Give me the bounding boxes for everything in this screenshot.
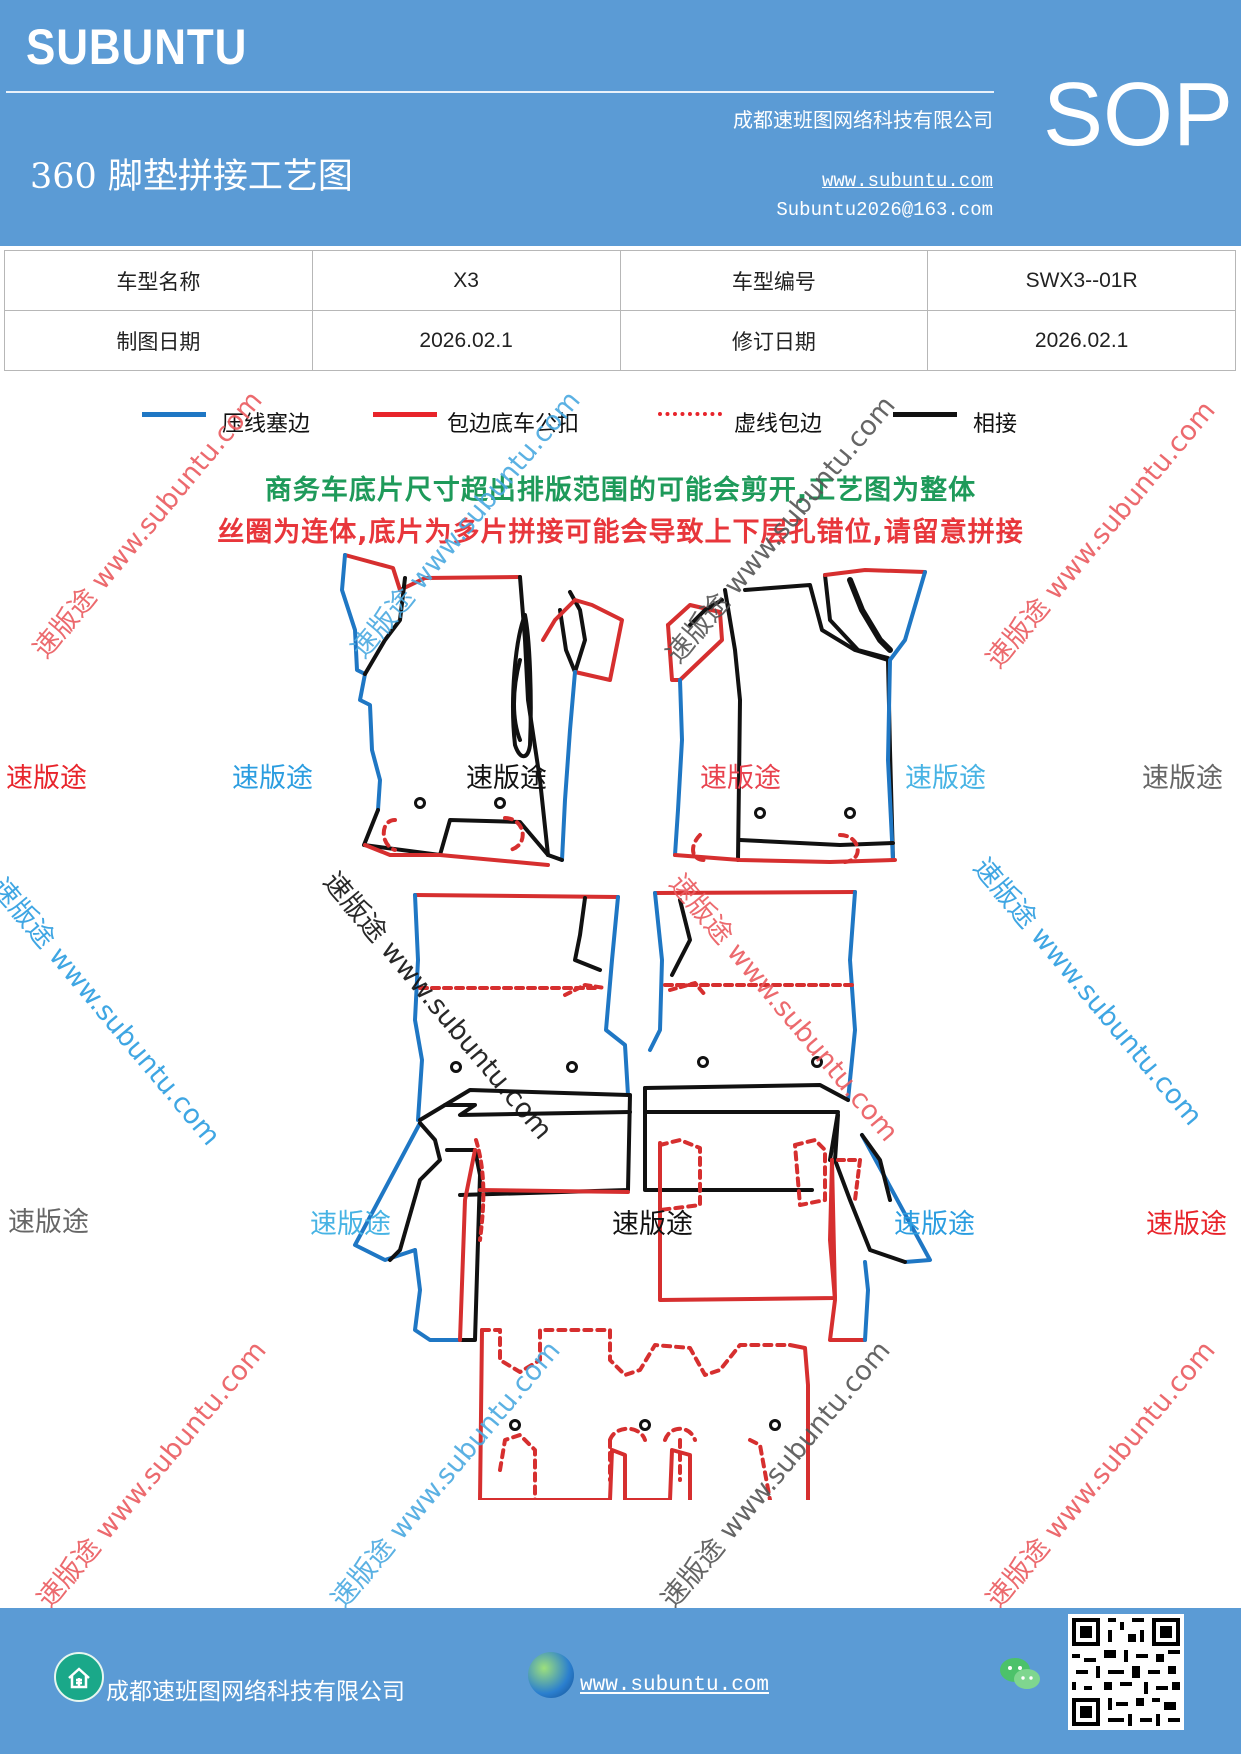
mat-third-row-left xyxy=(353,1121,630,1342)
qr-code[interactable] xyxy=(1068,1614,1184,1730)
vehicle-info-table: 车型名称 X3 车型编号 SWX3--01R 制图日期 2026.02.1 修订… xyxy=(4,250,1236,371)
website-link[interactable]: www.subuntu.com xyxy=(821,170,993,192)
mat-front-left xyxy=(340,553,624,867)
model-code-value: SWX3--01R xyxy=(927,250,1236,311)
model-name-value: X3 xyxy=(311,250,621,311)
legend-label: 压线塞边 xyxy=(222,412,311,437)
watermark-text: 速版途 xyxy=(905,763,986,794)
legend-swatch xyxy=(893,412,957,417)
watermark-text: 速版途 xyxy=(8,1207,89,1238)
notice-line-2: 丝圈为连体,底片为多片拼接可能会导致上下层孔错位,请留意拼接 xyxy=(217,517,1024,548)
revise-date-value: 2026.02.1 xyxy=(927,310,1236,371)
watermark-text: 速版途 xyxy=(612,1209,693,1240)
wechat-icon[interactable] xyxy=(996,1650,1044,1698)
footer-company: 成都速班图网络科技有限公司 xyxy=(106,1679,405,1705)
watermark-text: 速版途 xyxy=(1146,1209,1227,1240)
company-name: 成都速班图网络科技有限公司 xyxy=(733,108,993,132)
watermark-text: 速版途 xyxy=(894,1209,975,1240)
legend-label: 包边底车公扣 xyxy=(447,412,580,437)
mat-third-row-right xyxy=(828,1113,932,1342)
sop-badge: SOP xyxy=(1043,65,1234,165)
mat-second-row-left xyxy=(413,893,630,1122)
footer-website-link[interactable]: www.subuntu.com xyxy=(580,1674,770,1697)
draw-date-label: 制图日期 xyxy=(4,310,313,371)
model-code-label: 车型编号 xyxy=(619,250,929,311)
watermark-text: 速版途 xyxy=(310,1209,391,1240)
footer-banner: 成都速班图网络科技有限公司 www.subuntu.com xyxy=(0,1608,1241,1754)
watermark-text: 速版途 xyxy=(466,763,547,794)
center-seam xyxy=(443,1086,840,1197)
legend-swatch xyxy=(142,412,206,417)
mat-front-right xyxy=(666,568,927,864)
header-banner: SUBUNTU 成都速班图网络科技有限公司 360 脚垫拼接工艺图 www.su… xyxy=(0,0,1241,246)
legend-label: 相接 xyxy=(973,412,1018,437)
table-row: 车型名称 X3 车型编号 SWX3--01R xyxy=(4,250,1236,311)
home-icon xyxy=(54,1652,104,1702)
mat-second-row-right xyxy=(643,890,857,1102)
globe-icon xyxy=(528,1652,574,1698)
mat-third-row-center xyxy=(658,1138,837,1302)
model-name-label: 车型名称 xyxy=(4,250,313,311)
document-title: 360 脚垫拼接工艺图 xyxy=(30,157,353,197)
legend-swatch xyxy=(658,412,722,416)
table-row: 制图日期 2026.02.1 修订日期 2026.02.1 xyxy=(4,310,1236,371)
watermark-text: 速版途 xyxy=(700,763,781,794)
watermark-text: 速版途 xyxy=(232,763,313,794)
watermark-text: 速版途 xyxy=(1142,763,1223,794)
legend-swatch xyxy=(373,412,437,417)
floor-mat-diagram: 止 xyxy=(340,553,932,1500)
notice-line-1: 商务车底片尺寸超出排版范围的可能会剪开,工艺图为整体 xyxy=(264,475,977,506)
revise-date-label: 修订日期 xyxy=(619,310,929,371)
email-address[interactable]: Subuntu2026@163.com xyxy=(776,199,993,221)
draw-date-value: 2026.02.1 xyxy=(311,310,621,371)
mat-rear-trunk xyxy=(478,1328,810,1500)
watermark-text: 速版途 xyxy=(6,763,87,794)
brand-logo: SUBUNTU xyxy=(26,19,248,75)
header-divider xyxy=(6,91,994,93)
legend-label: 虚线包边 xyxy=(734,412,823,437)
